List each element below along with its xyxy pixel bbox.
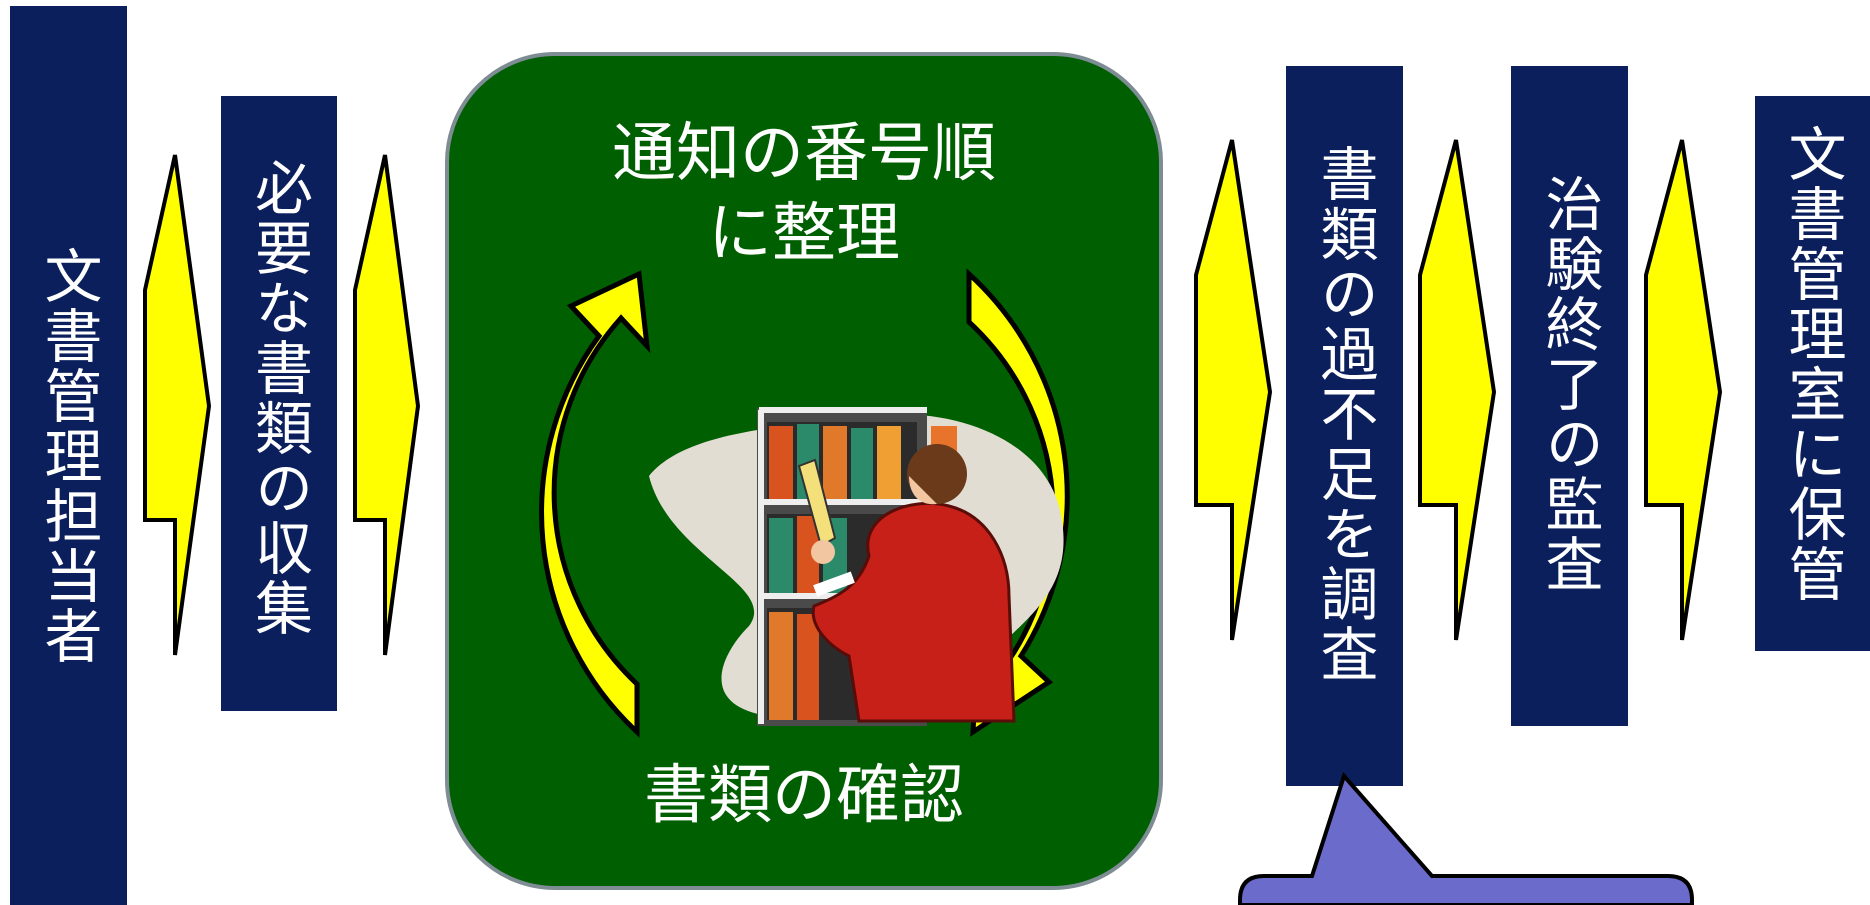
step-box-trial-audit: 治験終了の監査: [1511, 66, 1628, 726]
step-box-store-archive: 文書管理室に保管: [1755, 96, 1870, 651]
step-label-store-archive: 文書管理室に保管: [1778, 124, 1847, 604]
step-box-collect-documents: 必要な書類の収集: [221, 96, 337, 711]
person-filing-books-icon: [649, 407, 1064, 726]
cycle-illustration: [539, 268, 1070, 738]
step-box-check-documents: 書類の過不足を調査: [1286, 66, 1403, 786]
cycle-title-line2: に整理: [708, 197, 900, 271]
step-label-check-documents: 書類の過不足を調査: [1310, 144, 1379, 684]
step-label-document-manager: 文書管理担当者: [34, 245, 103, 666]
organize-cycle-panel: 通知の番号順 に整理: [445, 52, 1163, 890]
cycle-title: 通知の番号順 に整理: [449, 114, 1159, 274]
step-label-trial-audit: 治験終了の監査: [1535, 174, 1604, 594]
cycle-bottom-label: 書類の確認: [644, 759, 964, 833]
cycle-title-line1: 通知の番号順: [612, 117, 996, 191]
step-label-collect-documents: 必要な書類の収集: [245, 158, 313, 638]
cycle-arrow-left-icon: [539, 270, 651, 738]
step-box-document-manager: 文書管理担当者: [10, 6, 127, 905]
cycle-arrow-right-icon: [966, 268, 1070, 737]
